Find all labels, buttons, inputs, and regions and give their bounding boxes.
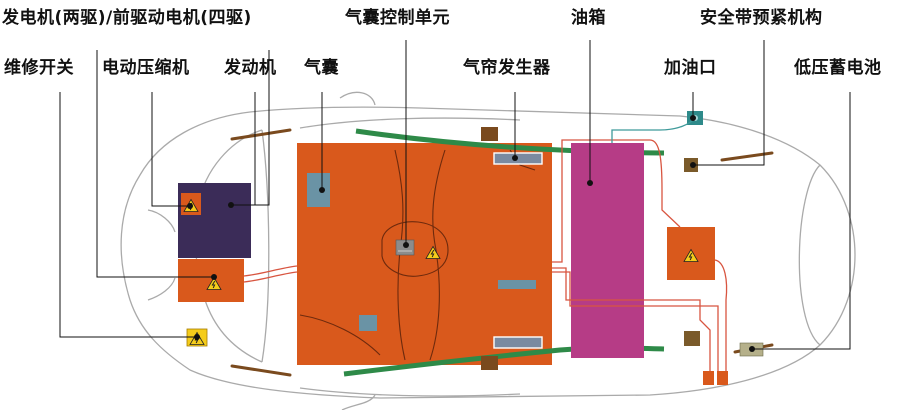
- leader-dots: [187, 115, 755, 352]
- bracket-bottom: [481, 356, 498, 370]
- generator-box: [178, 259, 244, 302]
- center-console-strip: [498, 280, 536, 289]
- airbag-rear: [359, 315, 377, 331]
- label-seatbelt-pretensioner: 安全带预紧机构: [700, 8, 823, 28]
- rear-fuse-right: [717, 371, 728, 385]
- label-low-voltage-battery: 低压蓄电池: [794, 58, 882, 78]
- label-service-switch: 维修开关: [4, 58, 74, 78]
- seatbelt-pretensioner-bottom: [684, 331, 700, 346]
- label-fuel-filler: 加油口: [664, 58, 717, 78]
- fuel-line: [611, 117, 696, 143]
- label-generator: 发电机(两驱)/前驱动电机(四驱): [2, 8, 252, 28]
- leader-lines: [59, 40, 851, 350]
- rear-fuse-left: [703, 371, 714, 385]
- label-airbag-controller: 气囊控制单元: [345, 8, 450, 28]
- fuel-tank: [571, 143, 644, 358]
- label-engine: 发动机: [224, 58, 277, 78]
- bracket-top: [481, 127, 498, 141]
- label-fuel-tank: 油箱: [571, 8, 606, 28]
- curtain-generator-upper: [493, 152, 543, 165]
- label-electric-compressor: 电动压缩机: [102, 58, 190, 78]
- label-curtain-generator: 气帘发生器: [463, 58, 551, 78]
- hv-cables: [243, 139, 728, 371]
- car-outline: [120, 91, 856, 410]
- curtain-generator-lower: [493, 336, 543, 349]
- airbag-front: [307, 173, 330, 207]
- label-airbag: 气囊: [304, 58, 339, 78]
- hv-battery-area: [297, 143, 552, 365]
